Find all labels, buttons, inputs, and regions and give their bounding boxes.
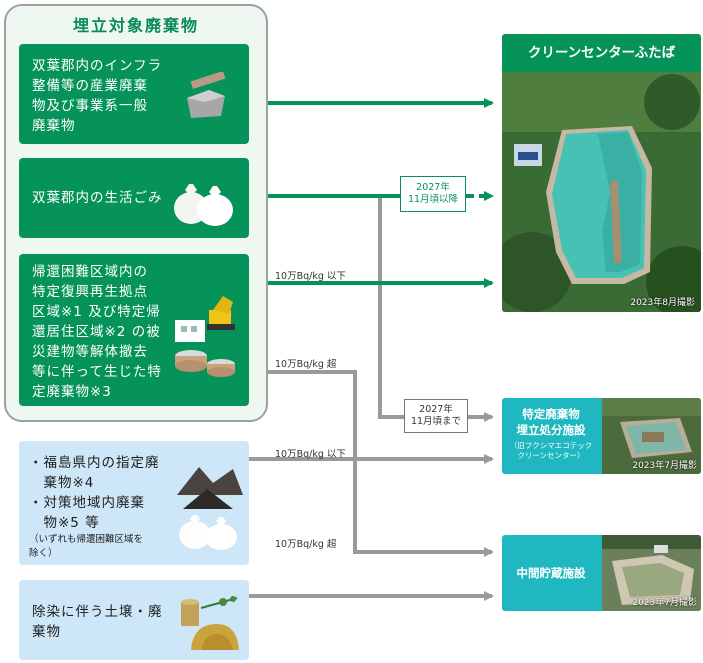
source-text-line: 除染に伴う土壌・廃 <box>32 604 163 620</box>
source-text-line: ・対策地域内廃棄 <box>29 495 145 511</box>
source-household-garbage: 双葉郡内の生活ごみ <box>19 158 249 238</box>
source-text-line: 災建物等解体撤去 <box>32 344 148 360</box>
storage-aerial-photo <box>602 535 701 611</box>
source-designated-waste: ・福島県内の指定廃 棄物※4 ・対策地域内廃棄 物※5 等 （いずれも帰還困難区… <box>19 441 249 565</box>
destination-title: 埋立処分施設 <box>516 423 586 437</box>
source-text-line: 区域※1 及び特定帰 <box>32 304 161 320</box>
landfill-aerial-photo <box>502 72 701 312</box>
source-text-line: 双葉郡内のインフラ <box>32 58 163 74</box>
source-industrial-waste: 双葉郡内のインフラ 整備等の産業廃棄 物及び事業系一般 廃棄物 <box>19 44 249 144</box>
excavator-icon <box>175 296 235 377</box>
destination-subtitle: （旧フクシマエコテック <box>509 441 593 450</box>
source-decontamination-soil: 除染に伴う土壌・廃 棄物 <box>19 580 249 660</box>
waste-pile-icon <box>177 467 243 550</box>
source-text-line: 双葉郡内の生活ごみ <box>32 190 163 206</box>
green-flow-lines <box>248 98 494 288</box>
source-text-line: 帰還困難区域内の <box>32 264 148 280</box>
destination-title: クリーンセンターふたば <box>527 45 676 61</box>
group-title: 埋立対象廃棄物 <box>72 16 199 35</box>
source-text-line: 物及び事業系一般 <box>32 98 148 114</box>
flow-label-below-limit: 10万Bq/kg 以下 <box>275 449 346 460</box>
timing-callout-after: 2027年 11月頃以降 <box>400 176 466 212</box>
callout-line: 2027年 <box>416 182 450 193</box>
source-text-line: 物※5 等 <box>29 515 100 531</box>
source-text-line: 還居住区域※2 の被 <box>32 324 161 340</box>
source-text-line: ・福島県内の指定廃 <box>29 455 160 471</box>
callout-line: 11月頃以降 <box>407 194 459 205</box>
callout-line: 2027年 <box>419 404 453 415</box>
source-text-line: 棄物※4 <box>29 475 95 491</box>
source-text-line: 特定復興再生拠点 <box>32 284 148 300</box>
photo-caption: 2023年7月撮影 <box>632 598 697 608</box>
callout-line: 11月頃まで <box>410 416 462 427</box>
soil-drum-icon <box>181 596 239 650</box>
timing-callout-until: 2027年 11月頃まで <box>404 399 468 433</box>
destination-title: 特定廃棄物 <box>522 407 580 421</box>
flow-label-above-limit: 10万Bq/kg 超 <box>275 359 337 370</box>
stone-slab-icon <box>187 72 226 118</box>
destination-specified-waste-landfill: 特定廃棄物 埋立処分施設 （旧フクシマエコテック クリーンセンター） 2023年… <box>502 398 701 474</box>
source-text-line: 棄物 <box>32 624 61 640</box>
destination-subtitle: クリーンセンター） <box>517 451 585 460</box>
source-note: 除く） <box>29 548 58 559</box>
source-text-line: 整備等の産業廃棄 <box>32 78 148 94</box>
source-note: （いずれも帰還困難区域を <box>29 534 144 545</box>
source-text-line: 等に伴って生じた特 <box>32 364 162 380</box>
photo-caption: 2023年8月撮影 <box>630 298 695 308</box>
destination-clean-center-futaba: クリーンセンターふたば 2023年8月撮影 <box>502 34 701 312</box>
destination-interim-storage-facility: 中間貯蔵施設 2023年7月撮影 <box>502 535 701 611</box>
flow-label-above-limit: 10万Bq/kg 超 <box>275 539 337 550</box>
source-specified-waste: 帰還困難区域内の 特定復興再生拠点 区域※1 及び特定帰 還居住区域※2 の被 … <box>19 254 249 406</box>
source-text-line: 定廃棄物※3 <box>32 384 112 400</box>
photo-caption: 2023年7月撮影 <box>632 461 697 471</box>
flow-label-below-limit: 10万Bq/kg 以下 <box>275 271 346 282</box>
destination-title: 中間貯蔵施設 <box>516 566 586 580</box>
source-text-line: 廃棄物 <box>32 118 76 134</box>
garbage-bags-icon <box>174 184 233 226</box>
landfill-aerial-photo <box>602 398 701 474</box>
